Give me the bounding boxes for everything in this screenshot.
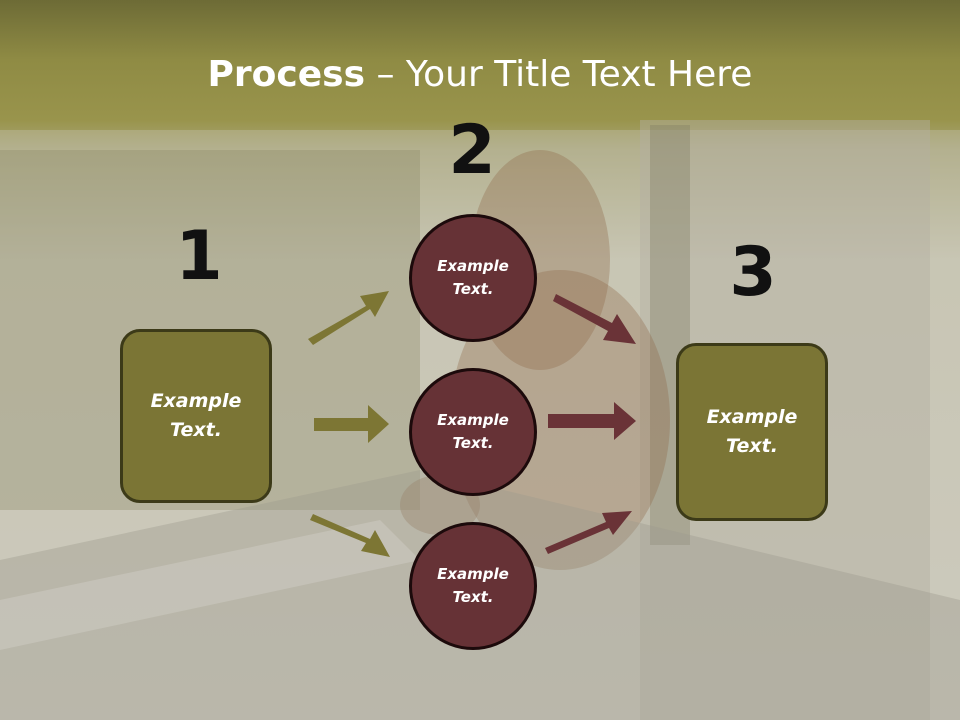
circle-top-text: Example Text. xyxy=(437,257,509,298)
step-number-2: 2 xyxy=(448,111,496,190)
circle-bottom[interactable]: Example Text. xyxy=(409,522,537,650)
step-3-box[interactable]: Example Text. xyxy=(676,343,828,521)
step-number-3: 3 xyxy=(729,233,777,312)
arrow-right-down-icon xyxy=(553,294,636,344)
circle-bottom-text: Example Text. xyxy=(437,565,509,606)
title-bold: Process xyxy=(207,54,366,95)
step-1-box[interactable]: Example Text. xyxy=(120,329,272,503)
arrow-right-up-icon xyxy=(308,291,389,345)
arrow-right-icon xyxy=(314,405,389,443)
arrow-right-down-icon xyxy=(310,514,390,557)
arrow-right-icon xyxy=(548,402,636,440)
circle-top[interactable]: Example Text. xyxy=(409,214,537,342)
step-1-text: Example Text. xyxy=(150,390,242,441)
arrow-right-up-icon xyxy=(545,511,632,554)
circle-middle-text: Example Text. xyxy=(437,411,509,452)
title-rest: – Your Title Text Here xyxy=(365,54,753,95)
slide-title: Process – Your Title Text Here xyxy=(0,52,960,98)
step-3-text: Example Text. xyxy=(706,406,798,457)
circle-middle[interactable]: Example Text. xyxy=(409,368,537,496)
step-number-1: 1 xyxy=(175,217,223,296)
